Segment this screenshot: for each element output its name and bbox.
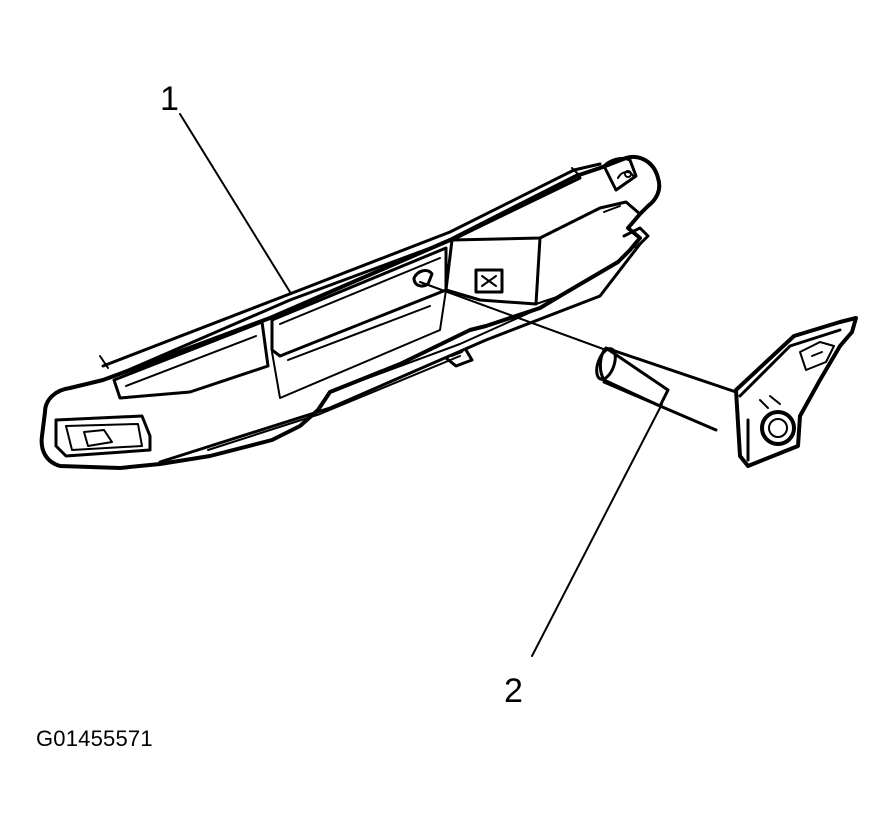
leader-line-2 <box>531 403 663 657</box>
callout-2: 2 <box>504 403 663 710</box>
callout-label-1: 1 <box>160 80 179 118</box>
callout-label-2: 2 <box>504 672 523 710</box>
leader-line-1 <box>179 113 291 293</box>
release-handle-assembly <box>419 281 858 468</box>
callout-1: 1 <box>160 80 291 293</box>
seat-adjuster-track <box>39 155 662 470</box>
figure-id: G01455571 <box>36 726 153 751</box>
